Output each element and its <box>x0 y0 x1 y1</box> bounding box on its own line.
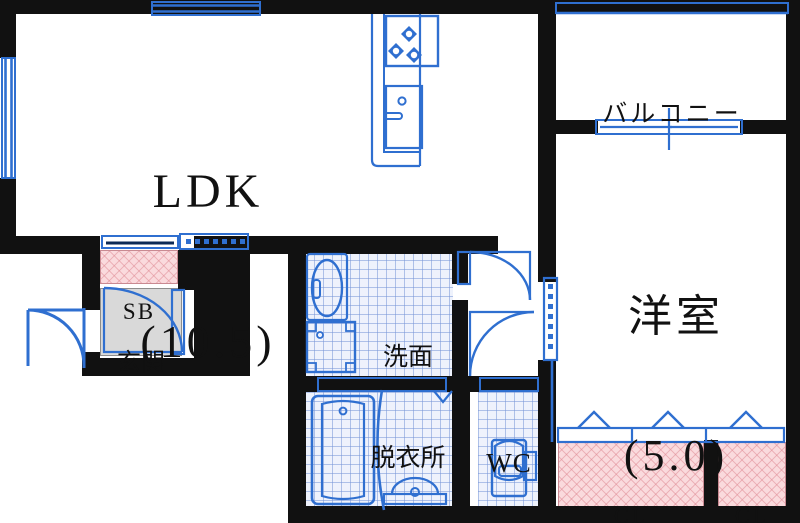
label-ldk-line2: (10.5) <box>140 315 276 367</box>
wall-sb-left <box>82 236 100 288</box>
label-shoebox: SB <box>100 252 178 373</box>
fill-shoebox <box>100 250 178 284</box>
wall-genkan-left <box>82 288 100 310</box>
wall-room-west-upper <box>538 14 556 282</box>
swing-door-hall-icon <box>468 310 535 377</box>
wall-north <box>0 0 800 14</box>
label-closet-1: CL <box>558 458 704 523</box>
label-balcony: バルコニー <box>570 48 774 179</box>
fill-closet-1 <box>558 442 704 508</box>
room-balcony <box>556 12 788 132</box>
label-yoshitsu: 洋室 (5.0) <box>588 202 764 523</box>
label-closet-2: CL <box>718 458 786 523</box>
label-wc-line1: WC <box>486 447 532 478</box>
label-balcony-line1: バルコニー <box>602 98 742 128</box>
label-closet-1-line1: CL <box>613 503 649 523</box>
fill-closet-2 <box>718 442 786 508</box>
wall-washroom-east-b <box>452 300 468 378</box>
label-washroom-line1: 洗面 <box>382 341 433 371</box>
label-closet-2-line1: CL <box>734 503 770 523</box>
label-ldk-line1: LDK <box>152 164 264 218</box>
wall-south-bath <box>288 506 540 523</box>
wall-west-upper <box>0 0 16 58</box>
wall-washroom-east <box>452 252 468 284</box>
wall-balcony-south-r <box>740 120 788 134</box>
wall-ldk-south-b <box>248 236 498 254</box>
label-genkan: 玄関 <box>100 300 182 426</box>
label-ldk: LDK (10.5) <box>108 66 308 467</box>
label-shoebox-line1: SB <box>122 299 156 325</box>
label-washroom: 洗面 脱衣所 <box>362 272 454 523</box>
wall-genkan-south <box>82 358 250 376</box>
room-yoshitsu <box>556 132 788 438</box>
wall-bath-east <box>452 390 470 523</box>
wall-south-right <box>538 506 800 523</box>
label-wc: WC <box>470 392 548 523</box>
wall-closet-divider <box>704 440 718 523</box>
swing-door-washroom-icon <box>456 250 532 301</box>
label-genkan-line1: 玄関 <box>117 348 165 377</box>
wall-sb-right <box>178 250 194 290</box>
wall-east <box>786 0 800 523</box>
wall-genkan-right <box>194 236 250 376</box>
wall-ldk-south <box>0 236 100 254</box>
wall-west-lower <box>0 178 16 240</box>
label-washroom-line2: 脱衣所 <box>370 442 446 472</box>
label-yoshitsu-line1: 洋室 <box>628 291 724 343</box>
wall-balcony-south-l <box>556 120 598 134</box>
label-yoshitsu-line2: (5.0) <box>623 430 729 480</box>
swing-door-entrance-icon <box>26 308 86 368</box>
